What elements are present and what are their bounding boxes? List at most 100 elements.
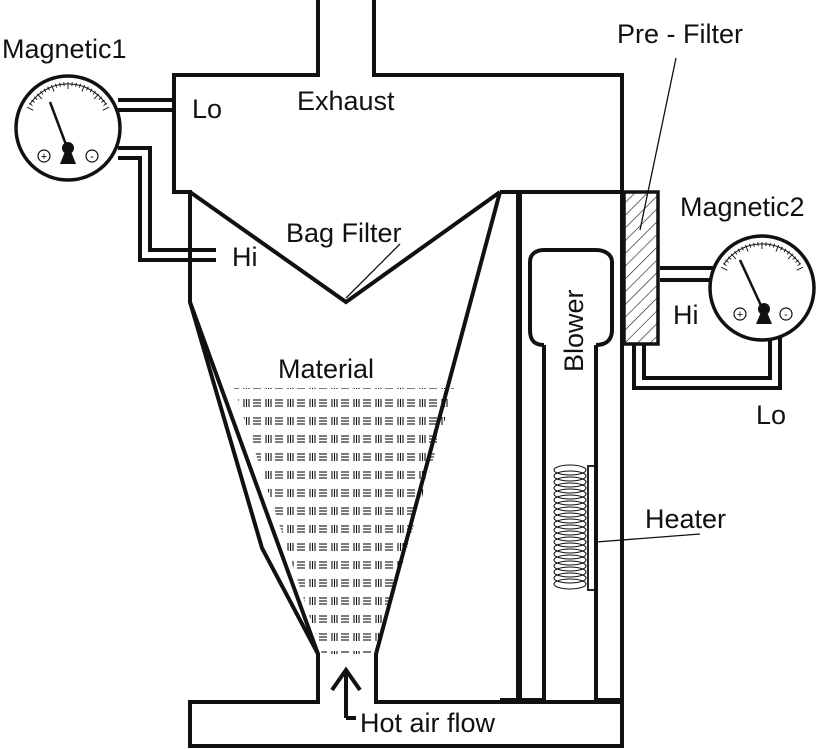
bag-filter-shape: [174, 190, 502, 305]
gauge1-needle: [48, 101, 70, 151]
heater-coil-loop: [553, 464, 587, 476]
gauge-tick: [102, 106, 110, 111]
heater-coil-loop: [553, 560, 587, 572]
material-fill: [234, 388, 454, 654]
gauge-tick: [81, 84, 85, 92]
gauge-tick: [101, 99, 105, 103]
heater-coil-loop: [553, 476, 587, 488]
magnetic2-label: Magnetic2: [680, 192, 805, 222]
gauge-tick: [722, 263, 727, 266]
gauge-tick: [796, 266, 804, 271]
gauge-tick: [92, 90, 96, 95]
heater-coil-loop: [553, 512, 587, 524]
heater-coil-loop: [553, 578, 587, 590]
gauge-tick: [730, 253, 737, 260]
heater-leader: [595, 533, 701, 543]
gauge-tick: [28, 103, 33, 106]
gauge1-minus-sign: -: [90, 151, 94, 163]
heater-coil-loop: [553, 548, 587, 560]
magnetic1-gauge: + -: [14, 74, 216, 262]
gauge-tick: [734, 250, 738, 255]
gauge2-plus-sign: +: [737, 309, 743, 321]
pre-filter-block: [622, 190, 660, 346]
gauge-tick: [59, 82, 61, 87]
gauge-tick: [795, 259, 799, 263]
exhaust-label: Exhaust: [297, 86, 395, 116]
gauge-tick: [737, 248, 741, 253]
heater-coil-loop: [553, 506, 587, 518]
gauge-tick: [725, 259, 729, 263]
gauge-tick: [753, 242, 755, 247]
gauge-tick: [47, 86, 50, 91]
gauge-tick: [55, 83, 58, 88]
gauge-tick: [749, 243, 752, 248]
gauge-tick: [741, 246, 744, 251]
gauge-tick: [40, 90, 44, 95]
gauge-tick: [797, 263, 802, 266]
heater-coil-loop: [553, 482, 587, 494]
gauge-tick: [786, 250, 790, 255]
gauge-tick: [51, 84, 55, 92]
heater-coil-loop: [553, 500, 587, 512]
gauge2-lo-tube: [632, 330, 782, 390]
heater-coil-loop: [553, 524, 587, 536]
gauge-tick: [78, 83, 81, 88]
gauge-tick: [787, 253, 794, 260]
bag-filter-label: Bag Filter: [286, 218, 402, 248]
gauge-tick: [792, 256, 797, 260]
gauge-tick: [93, 93, 100, 100]
heater-label: Heater: [645, 504, 726, 534]
hopper-left-wall: [188, 301, 320, 702]
gauge2-minus-sign: -: [784, 309, 788, 321]
heater-coil-loop: [553, 536, 587, 548]
gauge2-minus-terminal: [779, 307, 793, 321]
hot-air-arrow: [330, 666, 362, 720]
gauge-tick: [33, 96, 38, 100]
gauge-tick: [775, 244, 779, 252]
hi-left-label: Hi: [232, 242, 258, 272]
heater-coil-loop: [553, 470, 587, 482]
gauge1-plus-terminal: [37, 149, 51, 163]
gauge-tick: [31, 99, 35, 103]
gauge-tick: [86, 86, 89, 91]
heater-coil-loop: [553, 494, 587, 506]
gauge1-lo-tube: [118, 98, 176, 112]
heater-coil-loop: [553, 572, 587, 584]
gauge-tick: [727, 256, 732, 260]
gauge-tick: [783, 248, 787, 253]
blower-label: Blower: [559, 289, 589, 372]
lo-left-label: Lo: [192, 94, 222, 124]
heater-coil-loop: [553, 488, 587, 500]
gauge-tick: [26, 106, 34, 111]
gauge2-plus-terminal: [733, 307, 747, 321]
material-label: Material: [278, 354, 374, 384]
heater-coil-loop: [553, 566, 587, 578]
magnetic1-label: Magnetic1: [2, 34, 127, 64]
pre-filter-label: Pre - Filter: [617, 19, 743, 49]
heater-coil-loop: [553, 554, 587, 566]
gauge-tick: [772, 243, 775, 248]
duct-walls: [516, 194, 622, 702]
gauge1-hi-tube: [118, 146, 216, 262]
gauge2-needle: [738, 259, 766, 313]
gauge-tick: [98, 96, 103, 100]
heater-coil-loop: [553, 518, 587, 530]
gauge-tick: [103, 103, 108, 106]
gauge-tick: [720, 266, 728, 271]
hot-air-flow-label: Hot air flow: [360, 708, 496, 738]
gauge-tick: [769, 242, 771, 247]
gauge1-plus-sign: +: [41, 151, 47, 163]
magnetic2-gauge: + -: [632, 234, 816, 390]
heater-coil-loop: [553, 542, 587, 554]
heater-coil: [553, 464, 597, 591]
hi-right-label: Hi: [673, 300, 699, 330]
gauge-tick: [780, 246, 783, 251]
bag-filter-leader: [345, 243, 401, 299]
heater-coil-loop: [553, 530, 587, 542]
lo-right-label: Lo: [756, 400, 786, 430]
gauge2-hi-tube: [660, 266, 716, 282]
gauge-tick: [43, 88, 47, 93]
dryer-housing-outline: [172, 0, 624, 748]
